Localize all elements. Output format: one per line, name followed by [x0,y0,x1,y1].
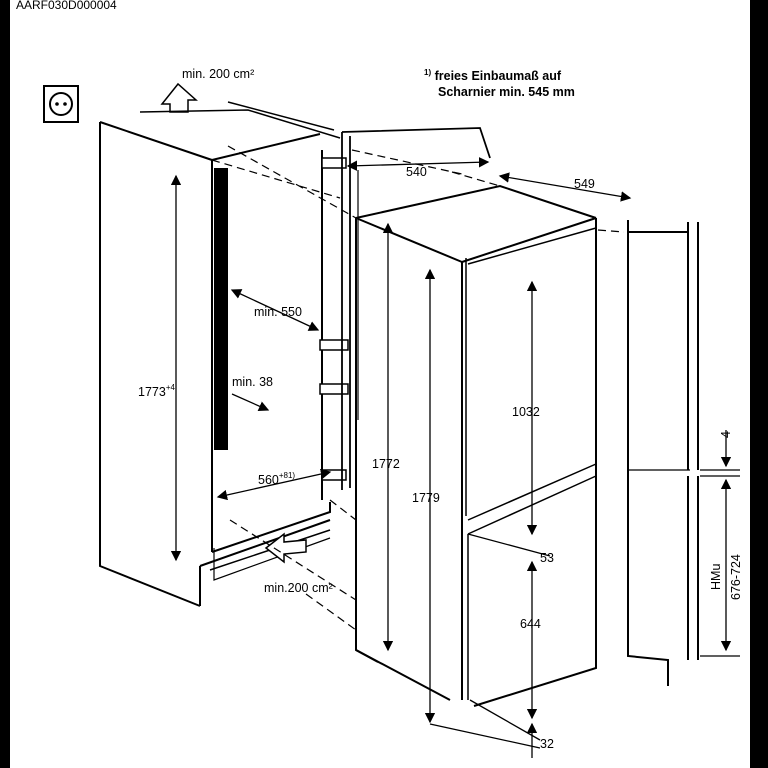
unit-height-left-label: 1772 [372,457,400,471]
dimension-lines [170,157,740,758]
vent-top-label: min. 200 cm² [182,67,254,81]
note-marker: 1) [424,68,432,77]
drawing-sheet [10,0,750,768]
vent-bottom-label: min.200 cm² [264,581,333,595]
open-door-panel [341,127,491,490]
dimension-labels: min. 200 cm² min.200 cm² 540 549 min. 55… [138,67,743,751]
upper-door-label: 1032 [512,405,540,419]
fridge-unit [355,184,597,707]
side-4-label: 4 [719,431,733,438]
note-line-1: freies Einbaumaß auf [434,69,562,84]
power-socket-icon [43,85,79,123]
niche-height-label: 1773+4 [138,383,175,399]
hinge-clearance-note: 1) freies Einbaumaß auf Scharnier min. 5… [424,65,664,100]
side-section [627,220,699,686]
note-line-2: Scharnier min. 545 mm [438,85,575,100]
niche-width-label: 560+81) [258,471,295,487]
lower-door-label: 644 [520,617,541,631]
alignment-lines [211,145,625,631]
gap-53-label: 53 [540,551,554,565]
min-38-label: min. 38 [232,375,273,389]
vent-top-arrow-icon [160,82,198,113]
unit-height-right-label: 1779 [412,491,440,505]
depth-unit-label: 549 [574,177,595,191]
gap-32-label: 32 [540,737,554,751]
hmu-range-label: 676-724 [729,554,743,600]
cabinet-niche [99,101,341,607]
hmu-label: HMu [709,564,723,590]
depth-door-label: 540 [406,165,427,179]
vent-bottom-arrow-icon [264,532,307,564]
diagram-code: AARF030D000004 [14,0,119,12]
min-550-label: min. 550 [254,305,302,319]
